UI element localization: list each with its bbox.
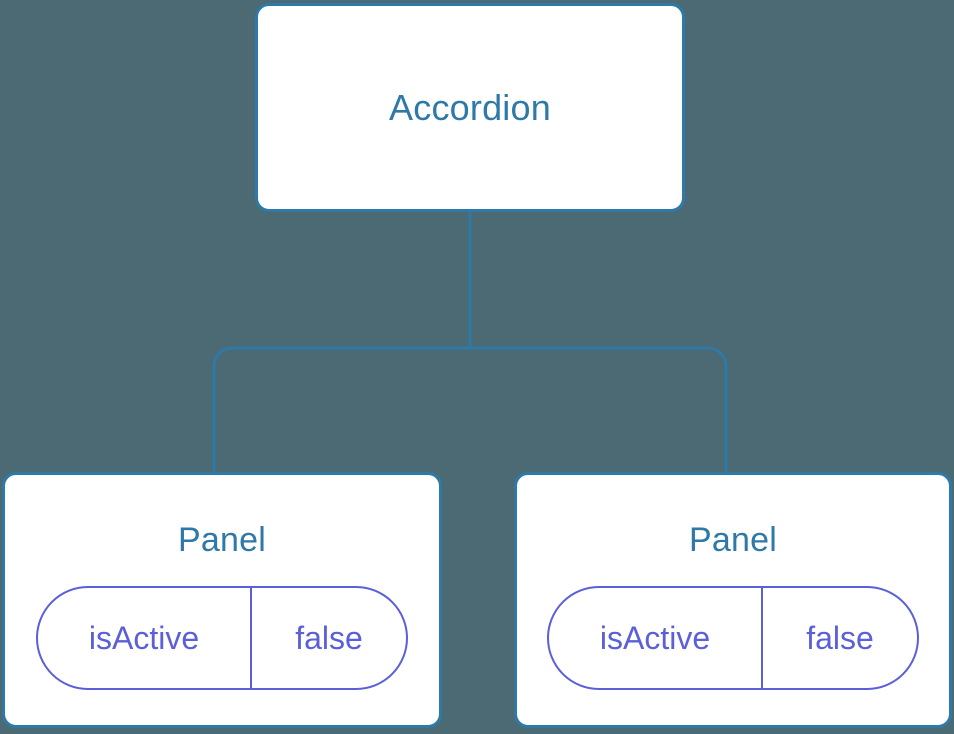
node-panel-1[interactable]: Panel isActive false [514, 472, 952, 728]
edge-bus-to-panel-left [212, 346, 470, 474]
prop-value-label: false [295, 620, 363, 656]
node-panel-1-title: Panel [689, 521, 777, 559]
node-panel-0[interactable]: Panel isActive false [2, 472, 442, 728]
prop-value-label: false [806, 620, 874, 656]
node-accordion-title: Accordion [389, 86, 551, 128]
node-panel-0-title: Panel [178, 521, 266, 559]
node-panel-0-prop-isactive[interactable]: isActive false [36, 586, 408, 690]
node-panel-1-prop-isactive[interactable]: isActive false [547, 586, 919, 690]
prop-key-label: isActive [549, 588, 763, 688]
node-accordion[interactable]: Accordion [255, 3, 685, 212]
edge-bus-to-panel-right [470, 346, 728, 474]
prop-key-label: isActive [38, 588, 252, 688]
